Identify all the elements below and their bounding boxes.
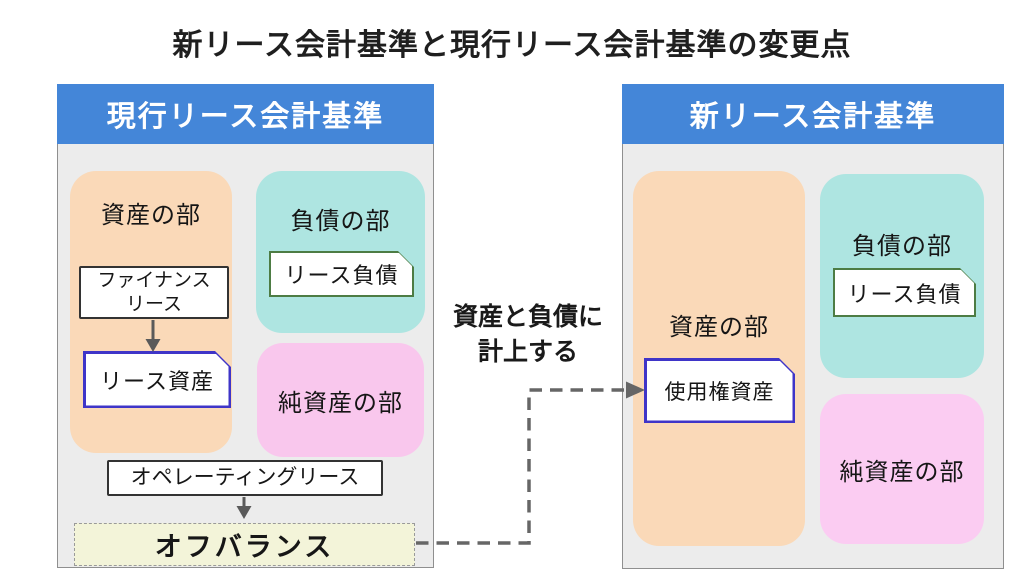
right-equity-section: 純資産の部 bbox=[820, 394, 984, 544]
right-lease-liability-box: リース負債 bbox=[833, 268, 976, 317]
right-lease-liability-label: リース負債 bbox=[847, 281, 962, 307]
right-assets-label: 資産の部 bbox=[669, 314, 769, 341]
page-title: 新リース会計基準と現行リース会計基準の変更点 bbox=[172, 29, 852, 62]
new-standard-panel: 新リース会計基準 資産の部 負債の部 純資産の部 使用権資産 リース負債 bbox=[622, 84, 1004, 569]
current-standard-header: 現行リース会計基準 bbox=[57, 84, 434, 144]
annotation-line2: 計上する bbox=[477, 338, 578, 366]
finance-lease-box: ファイナンス リース bbox=[79, 266, 229, 319]
finance-lease-label: ファイナンス リース bbox=[97, 269, 211, 315]
lease-asset-label: リース資産 bbox=[100, 368, 214, 394]
left-assets-label: 資産の部 bbox=[101, 202, 201, 229]
left-equity-label: 純資産の部 bbox=[278, 389, 403, 417]
current-standard-panel: 現行リース会計基準 資産の部 負債の部 純資産の部 ファイナンス リース リース… bbox=[57, 84, 434, 568]
off-balance-label: オフバランス bbox=[154, 532, 335, 562]
right-of-use-asset-label: 使用権資産 bbox=[664, 380, 775, 404]
lease-asset-box: リース資産 bbox=[83, 351, 231, 408]
operating-lease-box: オペレーティングリース bbox=[107, 460, 383, 496]
left-lease-liability-label: リース負債 bbox=[284, 263, 399, 288]
right-liabilities-label: 負債の部 bbox=[852, 233, 952, 260]
new-standard-header: 新リース会計基準 bbox=[622, 84, 1004, 144]
off-balance-box: オフバランス bbox=[74, 523, 415, 566]
left-lease-liability-box: リース負債 bbox=[269, 251, 414, 297]
right-of-use-asset-box: 使用権資産 bbox=[644, 358, 795, 423]
operating-lease-label: オペレーティングリース bbox=[130, 465, 360, 489]
left-equity-section: 純資産の部 bbox=[257, 343, 424, 457]
right-equity-label: 純資産の部 bbox=[839, 458, 965, 486]
left-liabilities-label: 負債の部 bbox=[290, 208, 391, 235]
annotation-line1: 資産と負債に bbox=[452, 303, 603, 331]
annotation-text: 資産と負債に 計上する bbox=[428, 300, 628, 370]
offbalance-to-rou-dashed-arrow bbox=[416, 381, 645, 545]
